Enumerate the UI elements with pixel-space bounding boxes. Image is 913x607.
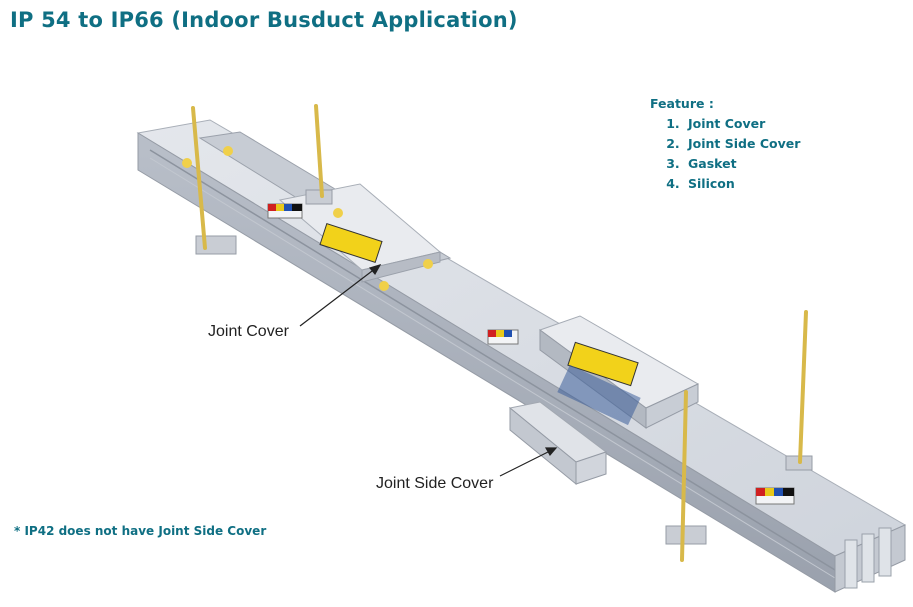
callout-joint-cover: Joint Cover [208,323,289,340]
feature-item-joint-side-cover: Joint Side Cover [684,134,800,154]
busbar-conductors [844,527,892,589]
hanger-rods [191,104,808,562]
phase-color-badges [267,203,795,505]
joint-side-cover [508,401,608,486]
joint-cover-right [538,315,700,429]
callout-arrows [299,264,558,477]
feature-heading: Feature : [650,96,714,111]
feature-item-gasket: Gasket [684,154,800,174]
feature-list: Feature : Joint Cover Joint Side Cover G… [650,96,800,194]
feature-item-joint-cover: Joint Cover [684,114,800,134]
footnote: * IP42 does not have Joint Side Cover [14,524,267,538]
feature-items: Joint Cover Joint Side Cover Gasket Sili… [650,114,800,194]
feature-item-silicon: Silicon [684,174,800,194]
callout-joint-side-cover: Joint Side Cover [376,475,494,492]
page-title: IP 54 to IP66 (Indoor Busduct Applicatio… [10,8,518,32]
